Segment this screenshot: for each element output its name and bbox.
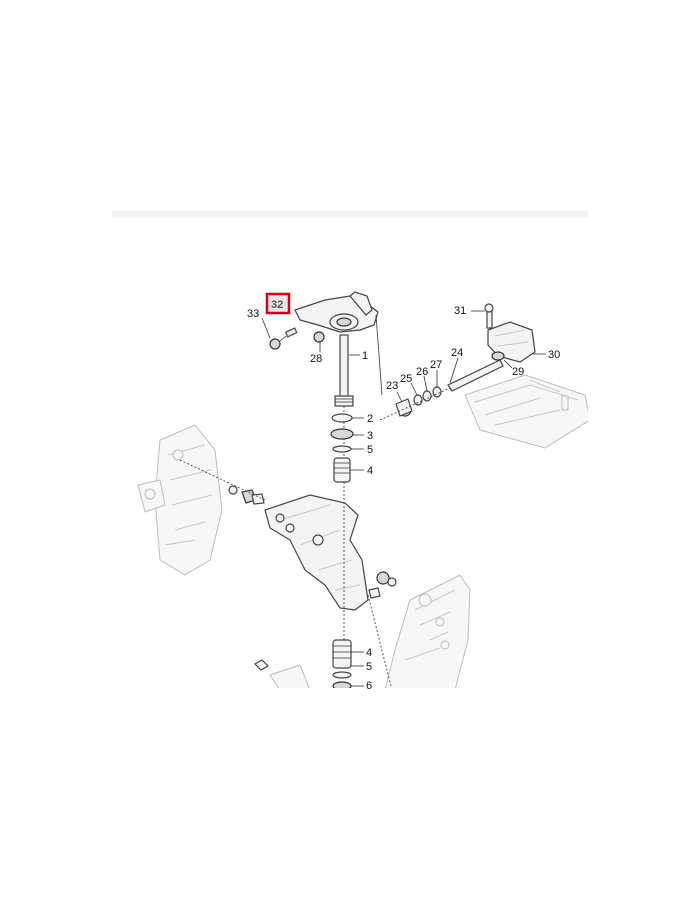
callout-1: 1	[362, 350, 368, 362]
lower-bushing	[332, 639, 352, 688]
callouts: 1 2 3 5 4 4 5 6 23 24 25 26 27 28 29 30 …	[247, 305, 560, 692]
callout-5-lower: 5	[366, 661, 372, 673]
tilt-tube-assembly	[379, 359, 504, 421]
callout-5: 5	[367, 444, 373, 456]
swivel-bracket	[264, 494, 369, 611]
upper-mount-bracket	[484, 303, 536, 363]
callout-25: 25	[400, 373, 412, 385]
left-fittings	[179, 459, 266, 505]
callout-4: 4	[367, 465, 373, 477]
callout-28: 28	[310, 353, 322, 365]
steering-shaft	[334, 334, 354, 640]
top-divider-bar	[112, 211, 588, 217]
callout-4-lower: 4	[366, 647, 372, 659]
lower-left-parts	[254, 659, 310, 688]
callout-31: 31	[454, 305, 466, 317]
steering-arm	[294, 291, 383, 396]
callout-33: 33	[247, 308, 259, 320]
callout-2: 2	[367, 413, 373, 425]
callout-26: 26	[416, 366, 428, 378]
callout-3: 3	[367, 430, 373, 442]
shaft-rings	[330, 413, 354, 483]
ghost-tray	[464, 374, 588, 449]
leader-lines	[261, 310, 546, 687]
pivot-fittings	[367, 571, 397, 688]
callout-32: 32	[271, 299, 283, 311]
callout-23: 23	[386, 380, 398, 392]
callout-24: 24	[451, 347, 463, 359]
highlight-box	[265, 292, 291, 315]
callout-29: 29	[512, 366, 524, 378]
ghost-bracket-left	[137, 424, 223, 576]
callout-30: 30	[548, 349, 560, 361]
stud-nut-washer	[269, 327, 325, 350]
callout-6: 6	[366, 680, 372, 692]
callout-27: 27	[430, 359, 442, 371]
highlighted-callout-32[interactable]: 32	[265, 292, 291, 315]
ghost-bracket-right	[384, 574, 471, 688]
